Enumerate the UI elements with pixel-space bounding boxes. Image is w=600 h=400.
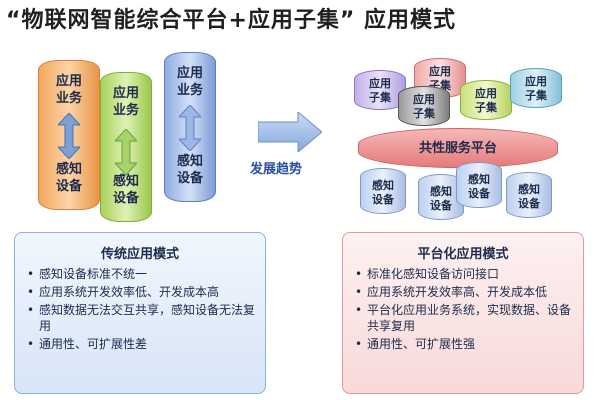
cylinder-traditional-2: 应用 业务 感知 设备 — [100, 72, 152, 222]
list-item: 平台化应用业务系统，实现数据、设备共享复用 — [353, 302, 573, 334]
page-title: “物联网智能综合平台+应用子集” 应用模式 — [6, 8, 457, 33]
cylinder-top-label: 应用 业务 — [112, 86, 139, 118]
app-subset-cylinder: 应用 子集 — [398, 86, 450, 126]
app-subset-cylinder: 应用 子集 — [460, 80, 512, 120]
app-subset-cylinder: 应用 子集 — [510, 68, 562, 108]
platform-mode-heading: 平台化应用模式 — [417, 247, 509, 262]
arrow-right-icon — [258, 112, 322, 152]
list-item: 感知设备标准不统一 — [25, 266, 255, 282]
cylinder-traditional-1: 应用 业务 感知 设备 — [38, 60, 100, 210]
cylinder-traditional-3: 应用 业务 感知 设备 — [164, 52, 216, 202]
trend-label: 发展趋势 — [250, 162, 303, 177]
list-item: 应用系统开发效率高、开发成本低 — [353, 284, 573, 300]
double-arrow-icon — [58, 113, 80, 159]
double-arrow-icon — [115, 129, 137, 175]
list-item: 应用系统开发效率低、开发成本高 — [25, 284, 255, 300]
list-item: 通用性、可扩展性差 — [25, 336, 255, 352]
list-item: 通用性、可扩展性强 — [353, 336, 573, 352]
platform-mode-panel: 平台化应用模式 标准化感知设备访问接口 应用系统开发效率高、开发成本低 平台化应… — [342, 232, 584, 394]
traditional-mode-panel: 传统应用模式 感知设备标准不统一 应用系统开发效率低、开发成本高 感知数据无法交… — [14, 232, 266, 394]
list-item: 感知数据无法交互共享，感知设备无法复用 — [25, 302, 255, 334]
list-item: 标准化感知设备访问接口 — [353, 266, 573, 282]
cylinder-bottom-label: 感知 设备 — [55, 162, 82, 194]
platform-mode-list: 标准化感知设备访问接口 应用系统开发效率高、开发成本低 平台化应用业务系统，实现… — [353, 266, 573, 352]
double-arrow-icon — [179, 105, 201, 151]
device-cylinder: 感知 设备 — [360, 168, 406, 214]
cylinder-bottom-label: 感知 设备 — [176, 154, 203, 186]
cylinder-top-label: 应用 业务 — [176, 66, 203, 98]
common-service-platform: 共性服务平台 — [358, 128, 558, 168]
traditional-mode-heading: 传统应用模式 — [100, 247, 179, 262]
device-cylinder: 感知 设备 — [506, 172, 552, 218]
traditional-mode-list: 感知设备标准不统一 应用系统开发效率低、开发成本高 感知数据无法交互共享，感知设… — [25, 266, 255, 352]
device-cylinder: 感知 设备 — [456, 162, 502, 208]
app-subset-cylinder: 应用 子集 — [354, 70, 406, 110]
cylinder-top-label: 应用 业务 — [55, 74, 82, 106]
cylinder-bottom-label: 感知 设备 — [112, 174, 139, 206]
